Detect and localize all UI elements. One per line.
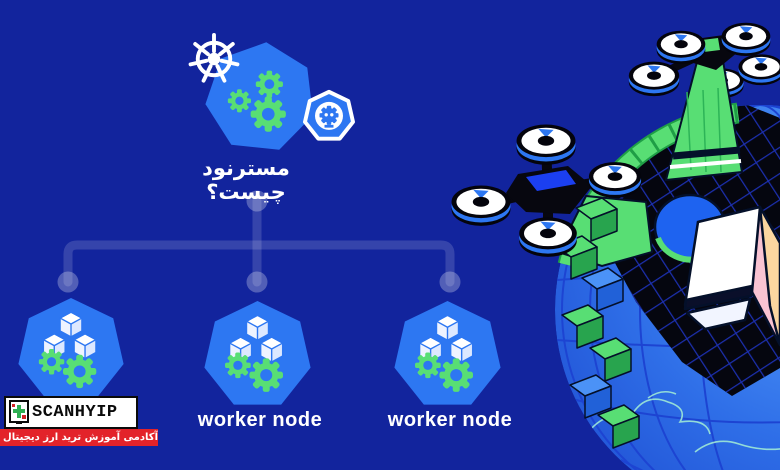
worker-node-label: worker node bbox=[387, 409, 513, 431]
tree-connector bbox=[57, 190, 461, 293]
pink-parcel bbox=[683, 205, 780, 347]
watermark: SCANHYIP bbox=[4, 396, 138, 429]
worker-node bbox=[18, 298, 124, 401]
globe-drones-illustration bbox=[451, 22, 780, 470]
watermark-tagline: آکادمی آموزش ترید ارز دیجیتال و فارکس bbox=[0, 429, 158, 446]
drone-icon bbox=[451, 124, 642, 257]
watermark-brand: SCANHYIP bbox=[32, 403, 118, 422]
scan-beam bbox=[664, 53, 744, 182]
worker-node bbox=[204, 301, 311, 405]
gear-face-badge-icon bbox=[303, 89, 355, 141]
worker-node bbox=[394, 301, 501, 405]
kubernetes-wheel-icon bbox=[188, 33, 240, 83]
green-blocks bbox=[555, 197, 640, 449]
page-title: مسترنود چیست؟ bbox=[202, 156, 290, 204]
master-node bbox=[205, 42, 313, 150]
watermark-logo-icon bbox=[9, 400, 29, 424]
drone-icon bbox=[628, 22, 780, 182]
worker-node-label: worker node bbox=[197, 409, 323, 431]
